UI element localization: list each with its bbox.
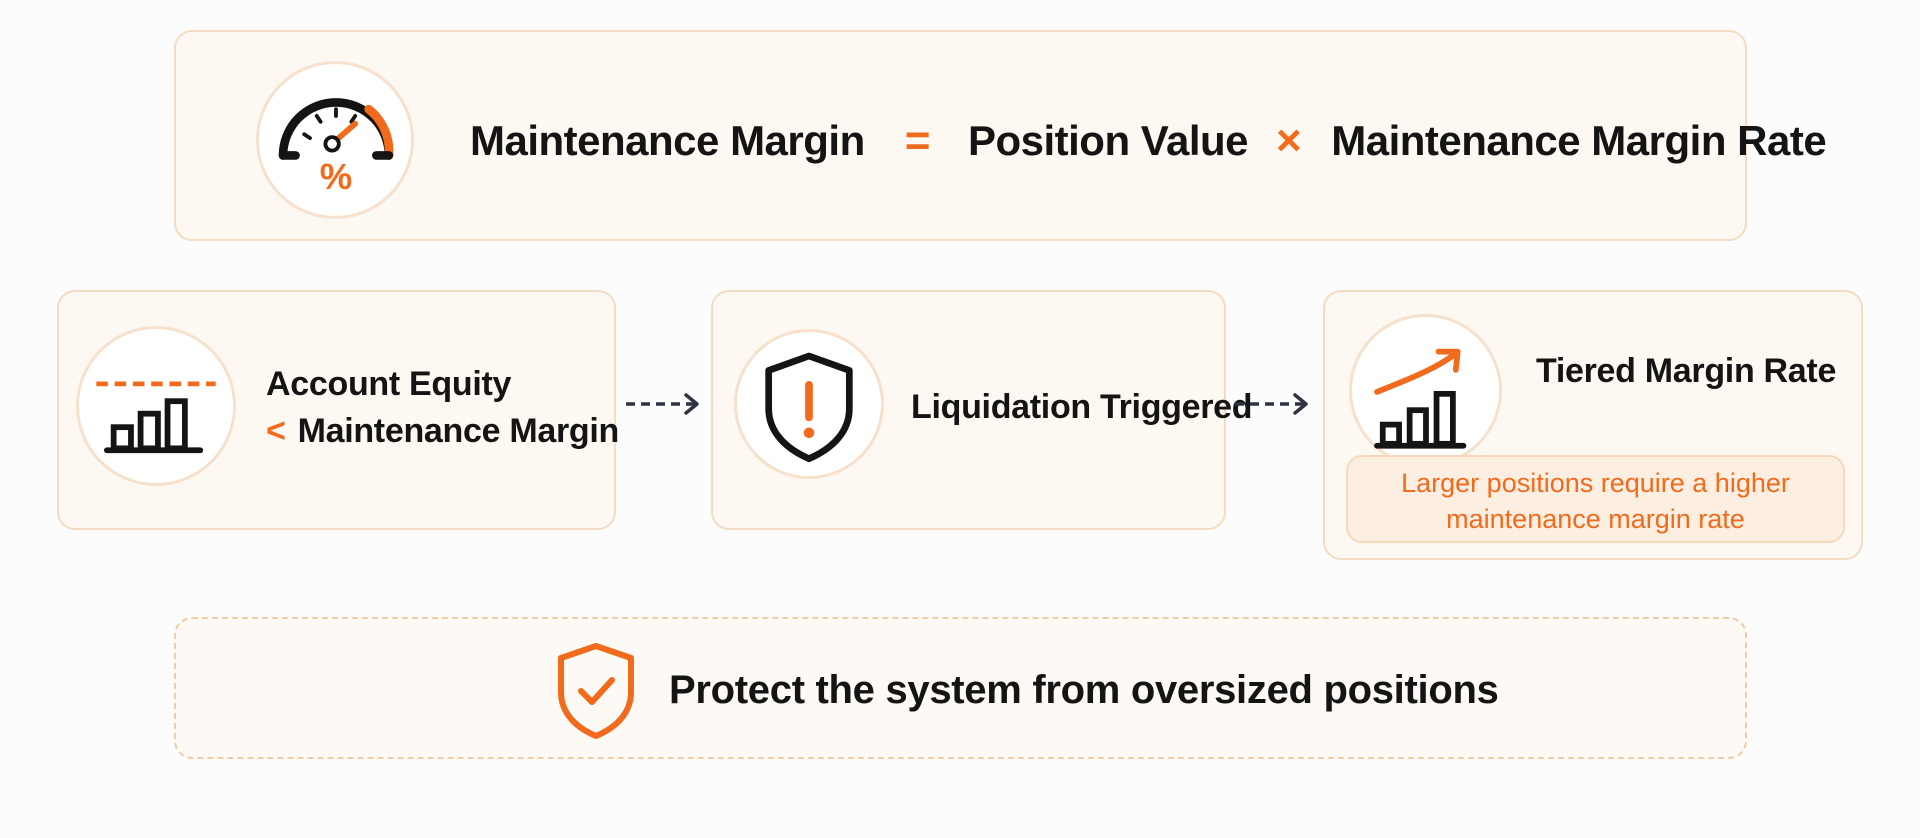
dashed-arrow-icon [1235, 393, 1308, 415]
liquidation-triggered-label: Liquidation Triggered [911, 388, 1253, 426]
summary-panel [174, 617, 1747, 759]
gauge-icon: % [278, 98, 394, 197]
shield-alert-icon [765, 352, 853, 463]
gauge-percent-label: % [320, 156, 353, 197]
bar-chart-icon-circle [76, 326, 236, 486]
tiered-rate-note: Larger positions require a higher mainte… [1346, 455, 1845, 543]
formula-term-position-value: Position Value [967, 117, 1249, 164]
formula-term-mm-rate: Maintenance Margin Rate [1331, 117, 1827, 164]
shield-alert-icon-circle [734, 329, 884, 479]
equals-sign: = [904, 116, 931, 165]
tiered-margin-rate-label: Tiered Margin Rate [1536, 352, 1837, 390]
growth-chart-icon-circle [1349, 314, 1502, 467]
less-than-symbol: < [266, 412, 286, 450]
dashed-arrow-icon [626, 393, 699, 415]
shield-check-icon [558, 643, 634, 739]
summary-text: Protect the system from oversized positi… [669, 668, 1499, 712]
maintenance-margin-condition-label: Maintenance Margin [297, 412, 620, 450]
account-equity-label: Account Equity [266, 365, 512, 403]
growth-chart-icon [1374, 348, 1467, 449]
bar-chart-threshold-icon [96, 381, 216, 454]
formula-equation: Maintenance Margin = Position Value × Ma… [470, 108, 1827, 174]
formula-panel [174, 30, 1747, 241]
gauge-icon-circle: % [256, 61, 414, 219]
condition-line: < Maintenance Margin [266, 412, 619, 451]
formula-lhs: Maintenance Margin [470, 117, 865, 164]
multiply-sign: × [1276, 116, 1302, 165]
